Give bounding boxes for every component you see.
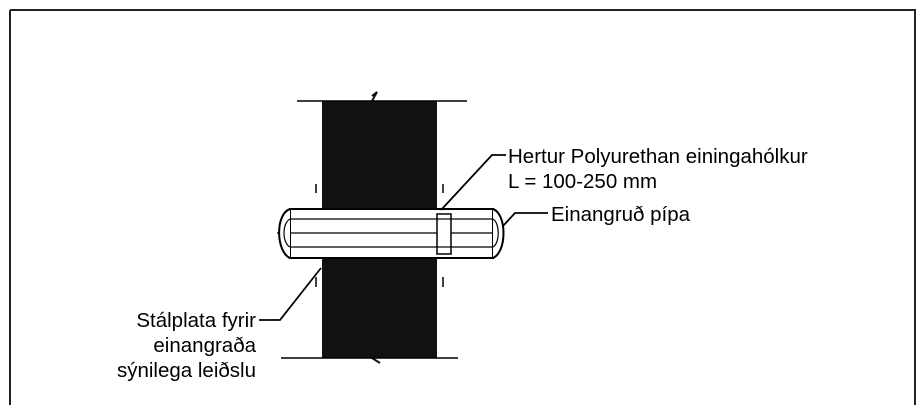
plate-leader [259, 267, 322, 321]
sleeve-leader [440, 154, 506, 211]
plate-label-line1: Stálplata fyrir [136, 309, 256, 332]
plate-label-line2: einangraða [153, 334, 256, 357]
pipe-label: Einangruð pípa [551, 203, 691, 226]
wall-lower [322, 256, 437, 358]
insulated-pipe [277, 208, 505, 259]
drawing-frame [9, 9, 916, 405]
pipe-leader [502, 212, 548, 227]
plate-label-line3: sýnilega leiðslu [117, 359, 256, 382]
wall-break-top [370, 91, 381, 107]
leader-lines [259, 154, 548, 321]
sleeve-label-line1: Hertur Polyurethan einingahólkur [508, 145, 808, 168]
labels: Hertur Polyurethan einingahólkur L = 100… [117, 145, 808, 382]
polyurethane-sleeve [436, 213, 452, 255]
sleeve-label-line2: L = 100-250 mm [508, 170, 657, 193]
wall-break-bottom [370, 349, 381, 364]
wall-section [281, 91, 467, 364]
wall-upper [322, 101, 437, 214]
